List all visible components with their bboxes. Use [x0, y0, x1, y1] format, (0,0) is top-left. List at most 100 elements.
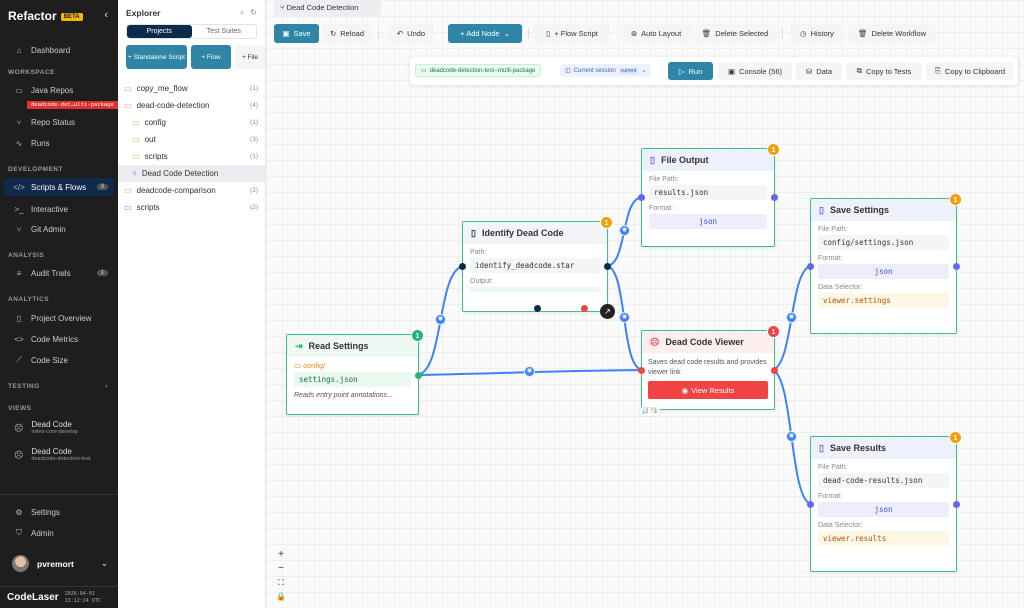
undo-button[interactable]: ↶Undo [388, 24, 434, 43]
node-identify-dead-code[interactable]: ▯Identify Dead Code Path: identify_deadc… [459, 216, 615, 319]
copy-to-tests-button[interactable]: ⧉Copy to Tests [846, 62, 922, 80]
lock-icon[interactable]: 🔒 [276, 592, 286, 601]
node-dead-code-viewer[interactable]: ☹Dead Code Viewer Saves dead code result… [638, 325, 780, 417]
sidebar-item-git-admin[interactable]: ⑂Git Admin [4, 220, 114, 238]
user-menu[interactable]: pvremort⌄ [12, 555, 108, 572]
tree-item[interactable]: ▭config(1) [118, 114, 266, 131]
eye-icon[interactable]: ◉ [619, 312, 630, 323]
input-port[interactable] [807, 501, 814, 508]
divider [528, 28, 529, 39]
sublabel: deadcode-detection-test [31, 456, 91, 462]
search-icon[interactable]: ⌕ [239, 8, 245, 17]
tree-item[interactable]: ▭scripts(2) [118, 199, 266, 216]
tree-item[interactable]: ▭out(3) [118, 131, 266, 148]
sidebar-item-interactive[interactable]: >_Interactive [4, 200, 114, 218]
collapse-sidebar-icon[interactable]: ‹ [104, 9, 108, 21]
input-port[interactable] [807, 263, 814, 270]
tab-projects[interactable]: Projects [127, 25, 192, 38]
eye-icon[interactable]: ◉ [786, 431, 797, 442]
sidebar-item-dashboard[interactable]: ⌂Dashboard [4, 41, 114, 59]
new-file-button[interactable]: + File [235, 45, 265, 69]
bottom-port[interactable] [534, 305, 541, 312]
refresh-icon[interactable]: ↻ [250, 8, 257, 17]
zoom-out-icon[interactable]: − [278, 563, 284, 574]
output-port[interactable] [771, 367, 778, 374]
count-badge: 3 [96, 184, 108, 190]
delete-selected-button[interactable]: 🗑Delete Selected [695, 24, 775, 43]
run-button[interactable]: ▷Run [668, 62, 713, 80]
sidebar-item-admin[interactable]: ⛉Admin [4, 524, 114, 542]
flow-script-button[interactable]: ▯+ Flow Script [534, 24, 610, 43]
eye-icon[interactable]: ◉ [786, 312, 797, 323]
label: dead-code-detection [136, 101, 210, 110]
sidebar-item-runs[interactable]: ∿Runs [4, 134, 114, 152]
label: Data [816, 66, 833, 76]
sidebar-item-project-overview[interactable]: ▯Project Overview [4, 309, 114, 327]
add-node-button[interactable]: + Add Node⌄ [448, 24, 522, 43]
fit-view-icon[interactable]: ⛶ [278, 578, 284, 587]
sidebar-item-settings[interactable]: ⚙Settings [4, 503, 114, 521]
output-port[interactable] [415, 372, 422, 379]
zoom-in-icon[interactable]: + [278, 549, 284, 560]
field-label: File Path: [818, 226, 848, 233]
file-path: config/settings.json [818, 235, 949, 250]
section-testing[interactable]: TESTING› [8, 383, 108, 390]
divider [0, 494, 118, 495]
eye-icon[interactable]: ◉ [435, 314, 446, 325]
tree-item[interactable]: ▭copy_me_flow(1) [118, 80, 266, 97]
label: Interactive [31, 204, 68, 214]
folder-icon: ▭ [132, 118, 140, 127]
repo-badge[interactable]: deadcode-det…ulti-package [27, 101, 118, 109]
open-external-icon[interactable]: ↗ [600, 304, 615, 319]
repo-chip[interactable]: ▭deadcode-detection-test--multi-package [415, 64, 542, 77]
view-results-button[interactable]: ◉View Results [648, 381, 768, 399]
tree-item-selected[interactable]: ⑂Dead Code Detection [118, 165, 266, 182]
input-port[interactable] [459, 263, 466, 270]
node-save-settings[interactable]: ▯Save Settings File Path: config/setting… [807, 193, 962, 334]
io-counts: ⤓2 ⤒3 [638, 407, 661, 417]
tree-item[interactable]: ▭scripts(1) [118, 148, 266, 165]
data-selector: viewer.results [818, 531, 949, 546]
tab-test-suites[interactable]: Test Suites [206, 28, 241, 35]
field-label: Data Selector: [818, 284, 863, 291]
data-button[interactable]: ⛁Data [796, 62, 842, 80]
output-port[interactable] [771, 194, 778, 201]
tree-item[interactable]: ▭deadcode-comparison(2) [118, 182, 266, 199]
new-flow-button[interactable]: + Flow [191, 45, 231, 69]
node-save-results[interactable]: ▯Save Results File Path: dead-code-resul… [807, 431, 962, 572]
divider [378, 28, 379, 39]
trash-icon: 🗑 [701, 29, 712, 38]
output-port[interactable] [604, 263, 611, 270]
eye-icon[interactable]: ◉ [524, 366, 535, 377]
history-button[interactable]: ◷History [790, 24, 844, 43]
input-port[interactable] [638, 367, 645, 374]
node-read-settings[interactable]: ⇥Read Settings ▭ config/ settings.json R… [286, 329, 424, 415]
auto-layout-button[interactable]: ⊛Auto Layout [620, 24, 692, 43]
output-port[interactable] [953, 263, 960, 270]
save-button[interactable]: ▣Save [274, 24, 319, 43]
time: 13:12:24 UTC [64, 597, 101, 604]
sidebar-item-code-size[interactable]: ⟋Code Size [4, 351, 114, 369]
copy-to-clipboard-button[interactable]: ⎘Copy to Clipboard [926, 62, 1014, 80]
tree-item[interactable]: ▭dead-code-detection(4) [118, 97, 266, 114]
error-port[interactable] [581, 305, 588, 312]
reload-button[interactable]: ↻Reload [322, 24, 372, 43]
sidebar-item-repo-status[interactable]: ⑂Repo Status [4, 113, 114, 131]
delete-workflow-button[interactable]: 🗑Delete Workflow [849, 24, 935, 43]
input-port[interactable] [638, 194, 645, 201]
eye-icon[interactable]: ◉ [619, 225, 630, 236]
label: Undo [407, 29, 426, 38]
sidebar-item-code-metrics[interactable]: <>Code Metrics [4, 330, 114, 348]
node-file-output[interactable]: ▯File Output File Path: results.json For… [638, 143, 780, 247]
sidebar-item-java-repos[interactable]: ▭Java Repos [4, 81, 114, 99]
output-port[interactable] [953, 501, 960, 508]
upload-icon: ⤒ [650, 408, 654, 415]
console-button[interactable]: ▣Console (56) [718, 62, 792, 80]
new-standalone-script-button[interactable]: + Standalone Script [126, 45, 187, 69]
